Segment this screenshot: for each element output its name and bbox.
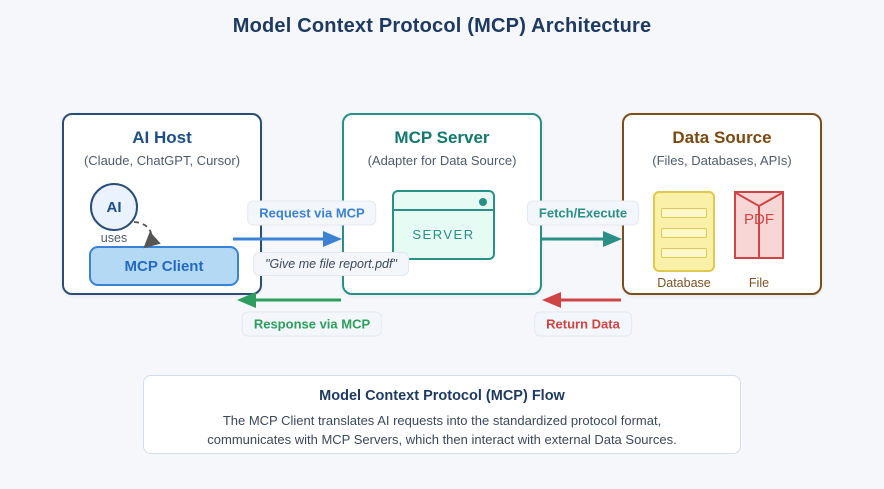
file-caption: File	[748, 276, 770, 290]
page-title: Model Context Protocol (MCP) Architectur…	[232, 15, 652, 37]
ai-host-title: AI Host	[132, 128, 192, 147]
flow-summary-line2: communicates with MCP Servers, which the…	[207, 432, 677, 447]
mcp-server-title: MCP Server	[394, 128, 490, 147]
database-caption: Database	[657, 276, 711, 290]
uses-label: uses	[100, 231, 128, 245]
flow-summary-line1: The MCP Client translates AI requests in…	[222, 413, 662, 428]
request-via-mcp-label: Request via MCP	[247, 200, 377, 226]
file-fold-lines	[736, 193, 782, 257]
ai-host-subtitle: (Claude, ChatGPT, Cursor)	[83, 153, 241, 168]
server-icon-titlebar	[394, 192, 493, 211]
return-arrowhead	[542, 292, 561, 308]
pdf-label: PDF	[744, 211, 774, 228]
mcp-client-node: MCP Client	[89, 246, 239, 286]
fetch-arrowhead	[603, 231, 622, 247]
data-source-title: Data Source	[672, 128, 772, 147]
data-source-box: Data Source (Files, Databases, APIs) PDF…	[622, 113, 822, 295]
flow-summary-title: Model Context Protocol (MCP) Flow	[319, 388, 565, 404]
ai-circle-label: AI	[106, 198, 122, 216]
pdf-file-icon: PDF	[734, 191, 784, 259]
database-row-bar	[661, 228, 707, 238]
response-via-mcp-label: Response via MCP	[241, 311, 383, 337]
request-arrowhead	[323, 231, 342, 247]
database-row-bar	[661, 248, 707, 258]
database-icon	[653, 191, 715, 272]
database-row-bar	[661, 208, 707, 218]
return-data-label: Return Data	[534, 311, 632, 337]
data-source-subtitle: (Files, Databases, APIs)	[652, 153, 792, 168]
server-icon-label: SERVER	[412, 227, 475, 242]
ai-host-box: AI Host (Claude, ChatGPT, Cursor) AI use…	[62, 113, 262, 295]
flow-summary-box: Model Context Protocol (MCP) Flow The MC…	[143, 375, 741, 454]
request-note-label: "Give me file report.pdf"	[253, 252, 409, 276]
mcp-server-subtitle: (Adapter for Data Source)	[367, 153, 517, 168]
server-icon: SERVER	[392, 190, 495, 260]
ai-circle-icon: AI	[90, 183, 138, 231]
server-icon-dot	[479, 198, 487, 206]
fetch-execute-label: Fetch/Execute	[526, 200, 640, 226]
